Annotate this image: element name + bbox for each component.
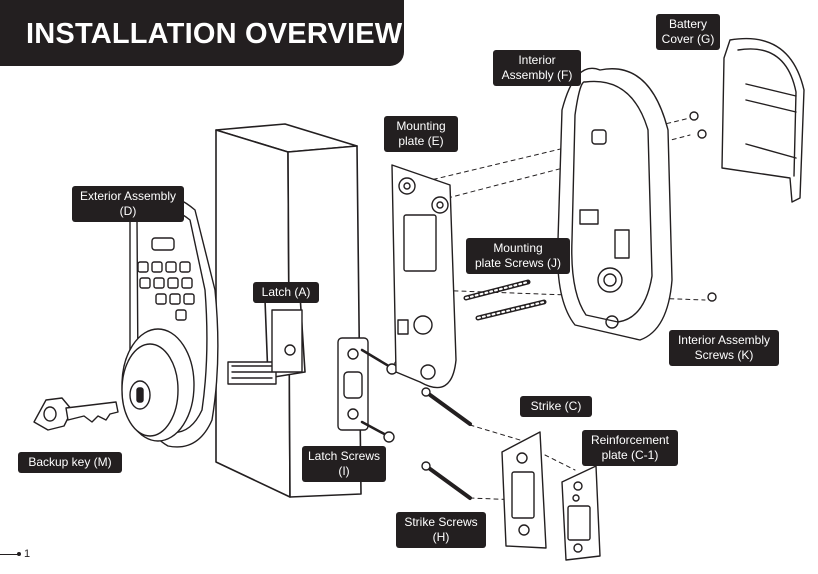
- label-mounting-plate: Mounting plate (E): [384, 116, 458, 152]
- label-reinforcement-plate: Reinforcement plate (C-1): [582, 430, 678, 466]
- label-mounting-plate-screws: Mounting plate Screws (J): [466, 238, 570, 274]
- label-battery-cover: Battery Cover (G): [656, 14, 720, 50]
- strike-screws: [421, 387, 472, 500]
- reinforcement-plate: [561, 465, 601, 561]
- interior-assembly-screws: [689, 111, 717, 302]
- title-banner: INSTALLATION OVERVIEW: [0, 0, 404, 66]
- latch: [227, 309, 303, 385]
- label-strike: Strike (C): [520, 396, 592, 417]
- latch-faceplate: [337, 337, 369, 431]
- label-interior-assembly: Interior Assembly (F): [493, 50, 581, 86]
- mounting-plate-screws: [463, 279, 547, 321]
- interior-assembly: [556, 67, 673, 341]
- label-latch-screws: Latch Screws (I): [302, 446, 386, 482]
- label-exterior-assembly: Exterior Assembly (D): [72, 186, 184, 222]
- page-marker-line: [0, 554, 18, 555]
- latch-screws: [360, 348, 398, 443]
- mounting-plate: [391, 164, 457, 389]
- page-number: 1: [24, 548, 31, 560]
- battery-cover: [721, 37, 805, 203]
- page-marker-dot: [17, 552, 21, 556]
- label-backup-key: Backup key (M): [18, 452, 122, 473]
- strike-plate: [501, 431, 547, 549]
- exterior-assembly: [121, 194, 219, 448]
- page-title: INSTALLATION OVERVIEW: [26, 18, 403, 50]
- keypad-buttons: [137, 261, 195, 321]
- backup-key: [33, 397, 119, 431]
- label-interior-assembly-screws: Interior Assembly Screws (K): [669, 330, 779, 366]
- label-strike-screws: Strike Screws (H): [396, 512, 486, 548]
- label-latch: Latch (A): [253, 282, 319, 303]
